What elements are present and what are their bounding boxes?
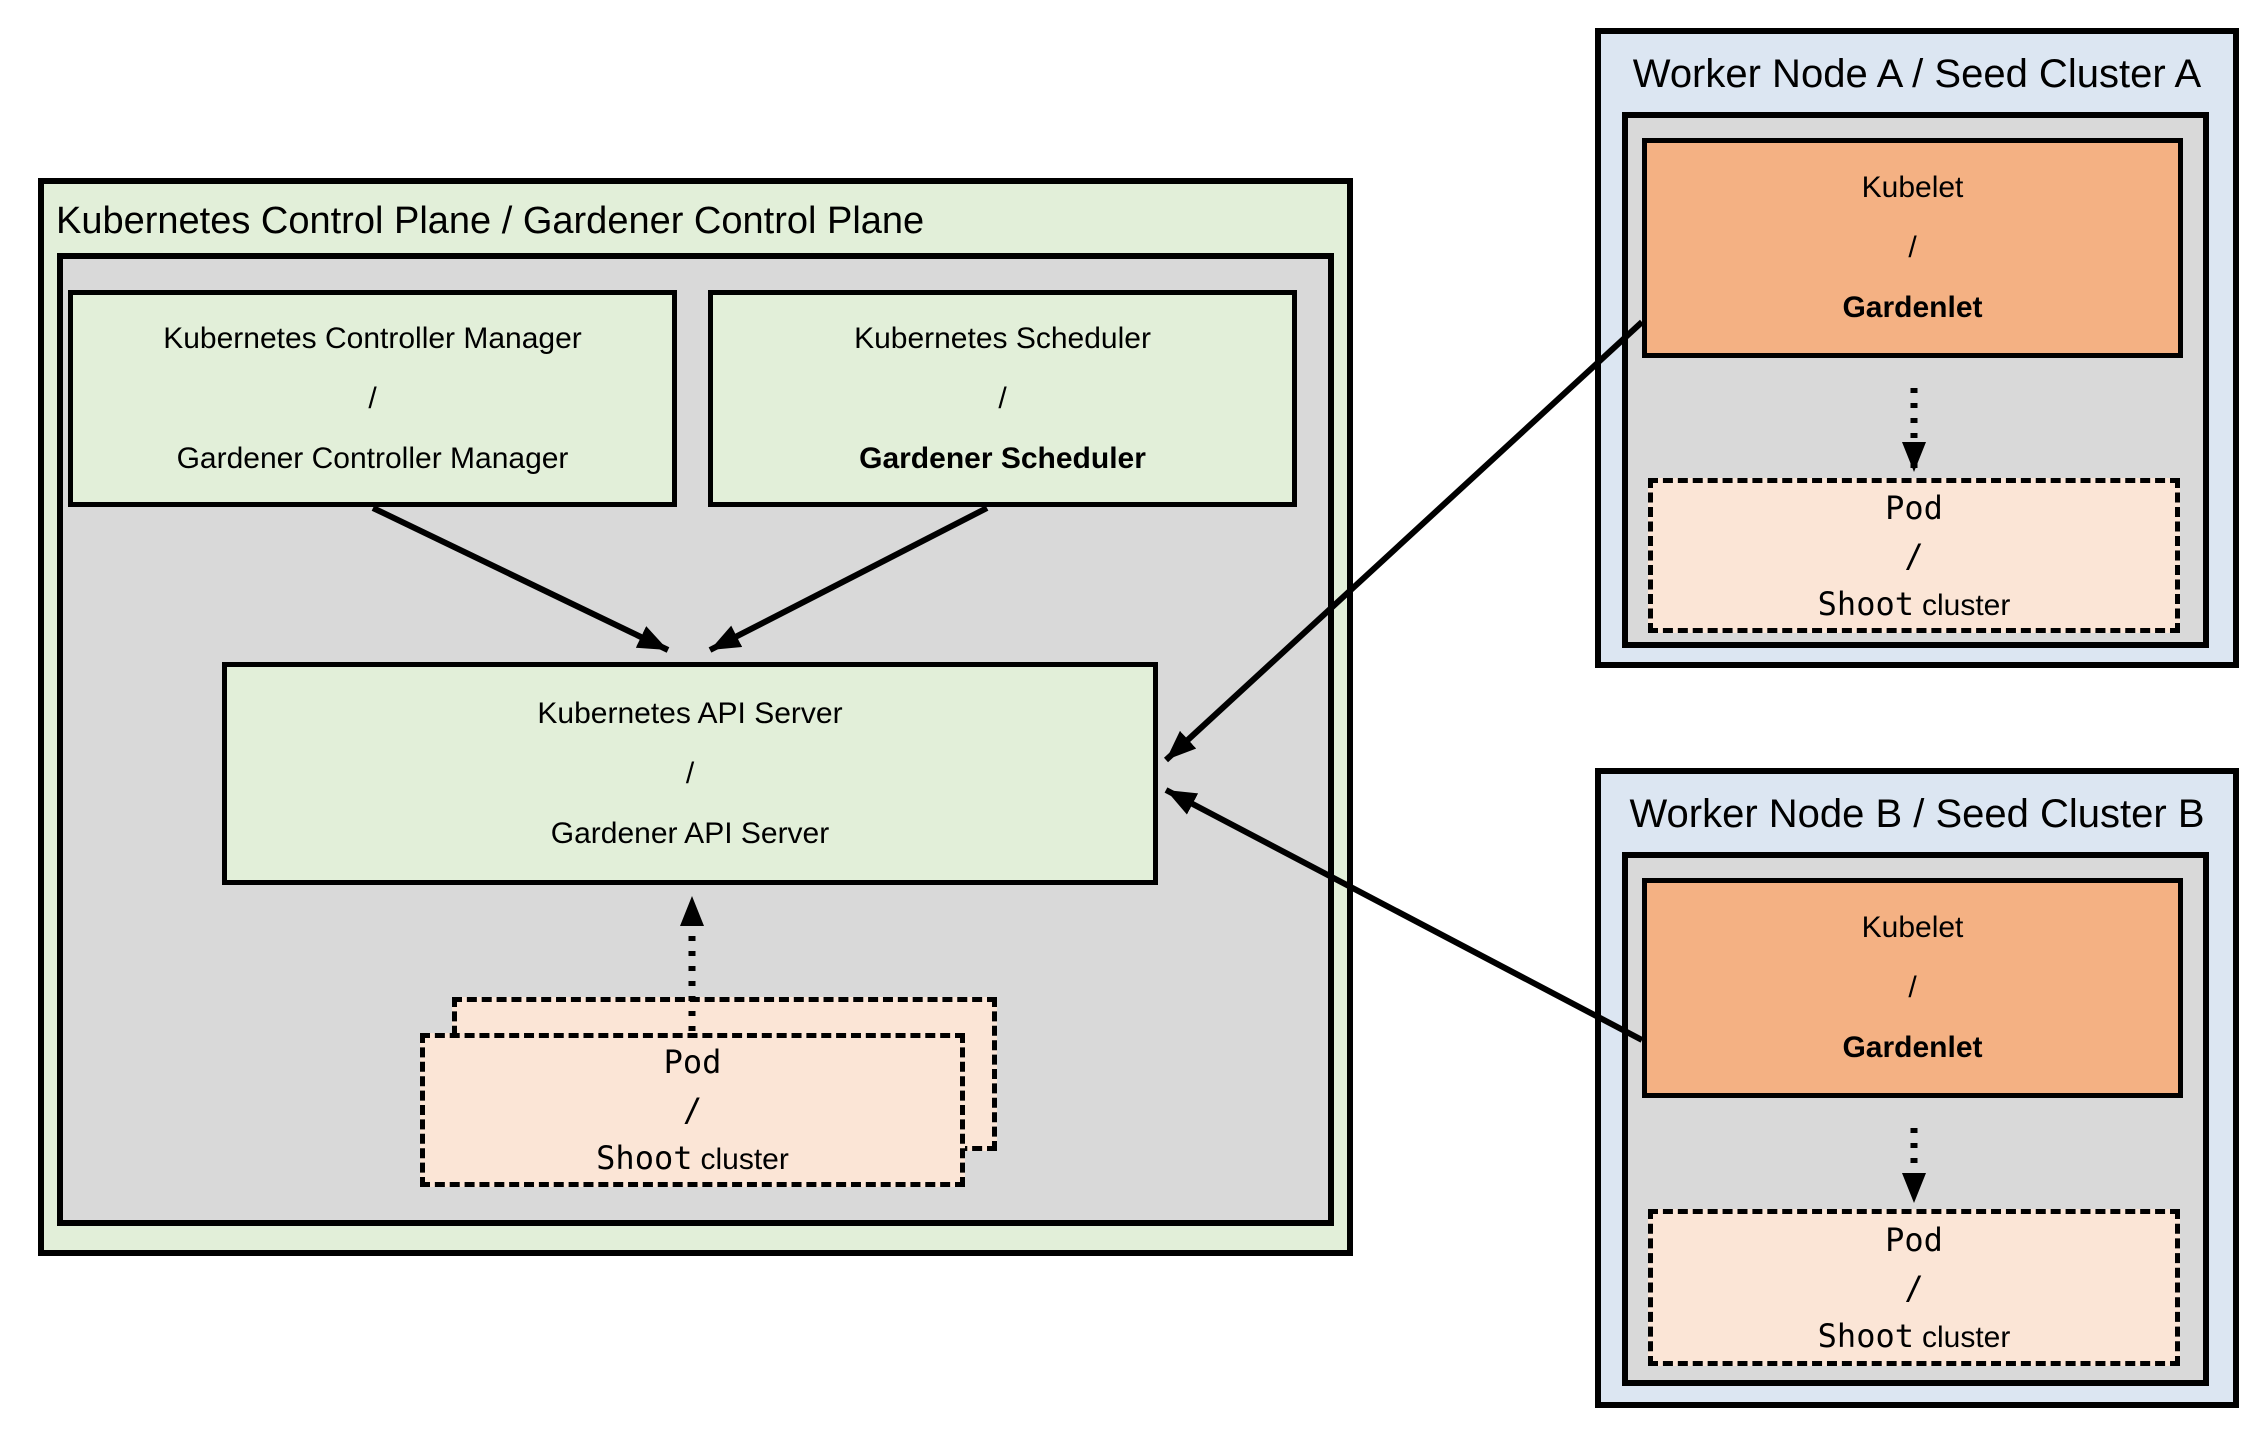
kubelet-b-slash: / bbox=[1908, 971, 1917, 1004]
scheduler-line3: Gardener Scheduler bbox=[859, 441, 1146, 475]
pod-line3-sans: cluster bbox=[700, 1143, 789, 1176]
pod-a-slash: / bbox=[1904, 536, 1924, 575]
kubelet-a-slash: / bbox=[1908, 231, 1917, 264]
controller-manager-line3: Gardener Controller Manager bbox=[176, 441, 569, 475]
controller-manager-line1: Kubernetes Controller Manager bbox=[163, 321, 582, 355]
kubelet-b-line1: Kubelet bbox=[1861, 911, 1964, 944]
kubelet-box-b: Kubelet / Gardenlet bbox=[1642, 878, 2183, 1098]
pod-a-line3-sans: cluster bbox=[1921, 588, 2011, 622]
api-server-line3: Gardener API Server bbox=[550, 816, 830, 850]
pod-a-line3-mono: Shoot bbox=[1817, 584, 1914, 623]
api-server-box: Kubernetes API Server / Gardener API Ser… bbox=[222, 662, 1158, 885]
api-server-line1: Kubernetes API Server bbox=[537, 696, 843, 730]
kubelet-a-line1: Kubelet bbox=[1861, 171, 1964, 204]
kubelet-b-line3: Gardenlet bbox=[1842, 1031, 1983, 1064]
pod-line1: Pod bbox=[663, 1043, 722, 1081]
pod-slash: / bbox=[682, 1091, 703, 1129]
pod-b-line1: Pod bbox=[1885, 1220, 1943, 1259]
pod-b-line3-sans: cluster bbox=[1921, 1320, 2011, 1354]
worker-node-a-title: Worker Node A / Seed Cluster A bbox=[1632, 52, 2202, 96]
pod-b-slash: / bbox=[1904, 1268, 1924, 1307]
api-server-slash: / bbox=[685, 756, 695, 790]
controller-manager-box: Kubernetes Controller Manager / Gardener… bbox=[68, 290, 677, 507]
kubelet-box-a: Kubelet / Gardenlet bbox=[1642, 138, 2183, 358]
scheduler-box: Kubernetes Scheduler / Gardener Schedule… bbox=[708, 290, 1297, 507]
controller-manager-slash: / bbox=[368, 381, 377, 415]
pod-b-line3-mono: Shoot bbox=[1817, 1316, 1914, 1355]
pod-line3-mono: Shoot bbox=[596, 1139, 693, 1177]
pod-a-line1: Pod bbox=[1885, 488, 1943, 527]
kubelet-a-line3: Gardenlet bbox=[1842, 291, 1983, 324]
worker-node-b-title: Worker Node B / Seed Cluster B bbox=[1629, 792, 2205, 836]
control-plane-title: Kubernetes Control Plane / Gardener Cont… bbox=[56, 200, 925, 242]
scheduler-slash: / bbox=[998, 381, 1007, 415]
scheduler-line1: Kubernetes Scheduler bbox=[854, 321, 1151, 355]
